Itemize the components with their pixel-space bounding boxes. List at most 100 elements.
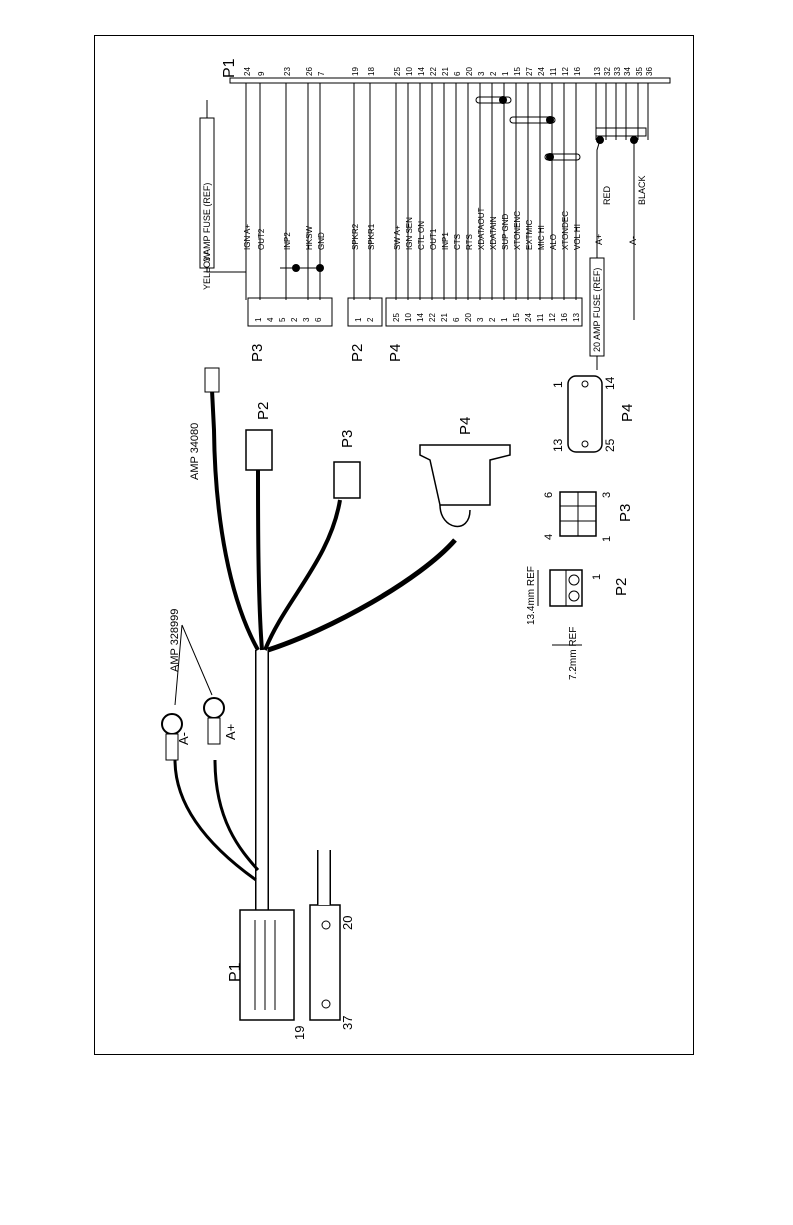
signal-label: SPKR1 (367, 223, 376, 250)
p1-pin20-label: 20 (340, 916, 355, 930)
p2-pin-number: 2 (366, 317, 375, 322)
signal-label: CTS (453, 234, 462, 250)
signal-label: SW A+ (393, 225, 402, 250)
svg-text:P3: P3 (617, 504, 634, 522)
p1-pin-number: 35 (635, 67, 644, 76)
p1-body (239, 909, 295, 1021)
svg-text:3: 3 (601, 492, 613, 498)
p4-pin-number: 12 (548, 313, 557, 322)
p3-pin-number: 3 (302, 317, 311, 322)
p4-pin-number: 16 (560, 313, 569, 322)
p4-pin-number: 3 (476, 317, 485, 322)
p3-branch (263, 499, 342, 651)
p2-plug-label: P2 (255, 402, 272, 420)
ring-minus-label: A- (176, 732, 191, 745)
svg-text:13: 13 (551, 438, 565, 452)
p1-pin-number: 7 (317, 71, 326, 76)
p1-pin-number: 1 (501, 71, 510, 76)
signal-label: RTS (465, 234, 474, 250)
p2-label: P2 (349, 344, 366, 362)
p1-pin37-label: 37 (340, 1016, 355, 1030)
p4-pin-number: 20 (464, 313, 473, 322)
signal-label: CTL ON (417, 221, 426, 250)
p4-pin-number: 21 (440, 313, 449, 322)
p1-pin-number: 11 (549, 67, 558, 76)
p1-pin-number: 20 (465, 67, 474, 76)
p1-pin-number: 32 (603, 67, 612, 76)
p1-face (309, 904, 341, 1021)
signal-label: SPKR2 (351, 223, 360, 250)
svg-text:13.4mm REF: 13.4mm REF (526, 566, 537, 625)
signal-label: EXTMIC (525, 220, 534, 250)
svg-text:1: 1 (551, 381, 565, 388)
black-label: BLACK (637, 175, 647, 205)
p4-pin-number: 22 (428, 313, 437, 322)
p2-plug (245, 429, 273, 471)
p1-pin-number: 33 (613, 67, 622, 76)
p4-pin-number: 10 (404, 313, 413, 322)
ring-plus-label: A+ (223, 724, 238, 740)
p3-pin-number: 6 (314, 317, 323, 322)
signal-label: GND (317, 232, 326, 250)
ring-terminal-minus (161, 713, 183, 735)
p4-branch (267, 538, 457, 653)
p4-plug-label: P4 (457, 417, 474, 435)
svg-text:14: 14 (603, 376, 617, 390)
p1-pin-number: 27 (525, 67, 534, 76)
signal-label: OUT1 (429, 228, 438, 250)
p3-pin-number: 2 (290, 317, 299, 322)
signal-label: MIC HI (537, 225, 546, 250)
ring-terminal-plus (203, 697, 225, 719)
p1-pin-number: 23 (283, 67, 292, 76)
p1-pin-number: 36 (645, 67, 654, 76)
p4-face (567, 375, 603, 453)
p4-pin-number: 13 (572, 313, 581, 322)
p1-pin-number: 16 (573, 67, 582, 76)
p4-pin-number: 2 (488, 317, 497, 322)
signal-label: OUT2 (257, 228, 266, 250)
ring-plus-lead (213, 759, 260, 872)
svg-text:1: 1 (591, 574, 603, 580)
connector-details: 1 13 14 25 P4 6 3 4 1 P3 1 P2 13.4mm REF… (526, 375, 636, 680)
p1-pin-number: 22 (429, 67, 438, 76)
p4-label: P4 (387, 344, 404, 362)
amp-328999-label: AMP 328999 (169, 609, 181, 672)
p1-pin-number: 9 (257, 71, 266, 76)
p1-pin-number: 10 (405, 67, 414, 76)
signal-label: XTONDEC (561, 211, 570, 250)
p4-pin-number: 1 (500, 317, 509, 322)
p1-pin-number: 15 (513, 67, 522, 76)
p1-pin-number: 13 (593, 67, 602, 76)
ring-minus-lead (173, 759, 257, 882)
signal-label: INP2 (283, 232, 292, 250)
drawing-frame (94, 35, 694, 1055)
fuse-3a-label: 3 AMP FUSE (REF) (202, 183, 212, 262)
svg-text:7.2mm REF: 7.2mm REF (568, 627, 579, 680)
signal-label: IGN A+ (243, 224, 252, 250)
p1-pin-number: 12 (561, 67, 570, 76)
p1-pin-number: 19 (351, 67, 360, 76)
p3-plug-label: P3 (339, 430, 356, 448)
svg-text:P4: P4 (619, 404, 636, 422)
red-label: RED (602, 185, 612, 205)
signal-label: VOL HI (573, 224, 582, 250)
p1-pin-number: 25 (393, 67, 402, 76)
svg-text:6: 6 (543, 492, 555, 498)
p3-pin-number: 5 (278, 317, 287, 322)
p4-pin-number: 11 (536, 313, 545, 322)
p4-pin-number: 14 (416, 313, 425, 322)
p1-pin-number: 26 (305, 67, 314, 76)
svg-text:4: 4 (543, 534, 555, 540)
p3-pin-number: 1 (254, 317, 263, 322)
spade-terminal (204, 367, 220, 393)
p1-bar (229, 77, 671, 84)
p3-plug (333, 461, 361, 499)
p1-pin-number: 24 (537, 67, 546, 76)
signal-label: INP1 (441, 232, 450, 250)
spade-branch (210, 389, 260, 651)
p1-pin-number: 3 (477, 71, 486, 76)
